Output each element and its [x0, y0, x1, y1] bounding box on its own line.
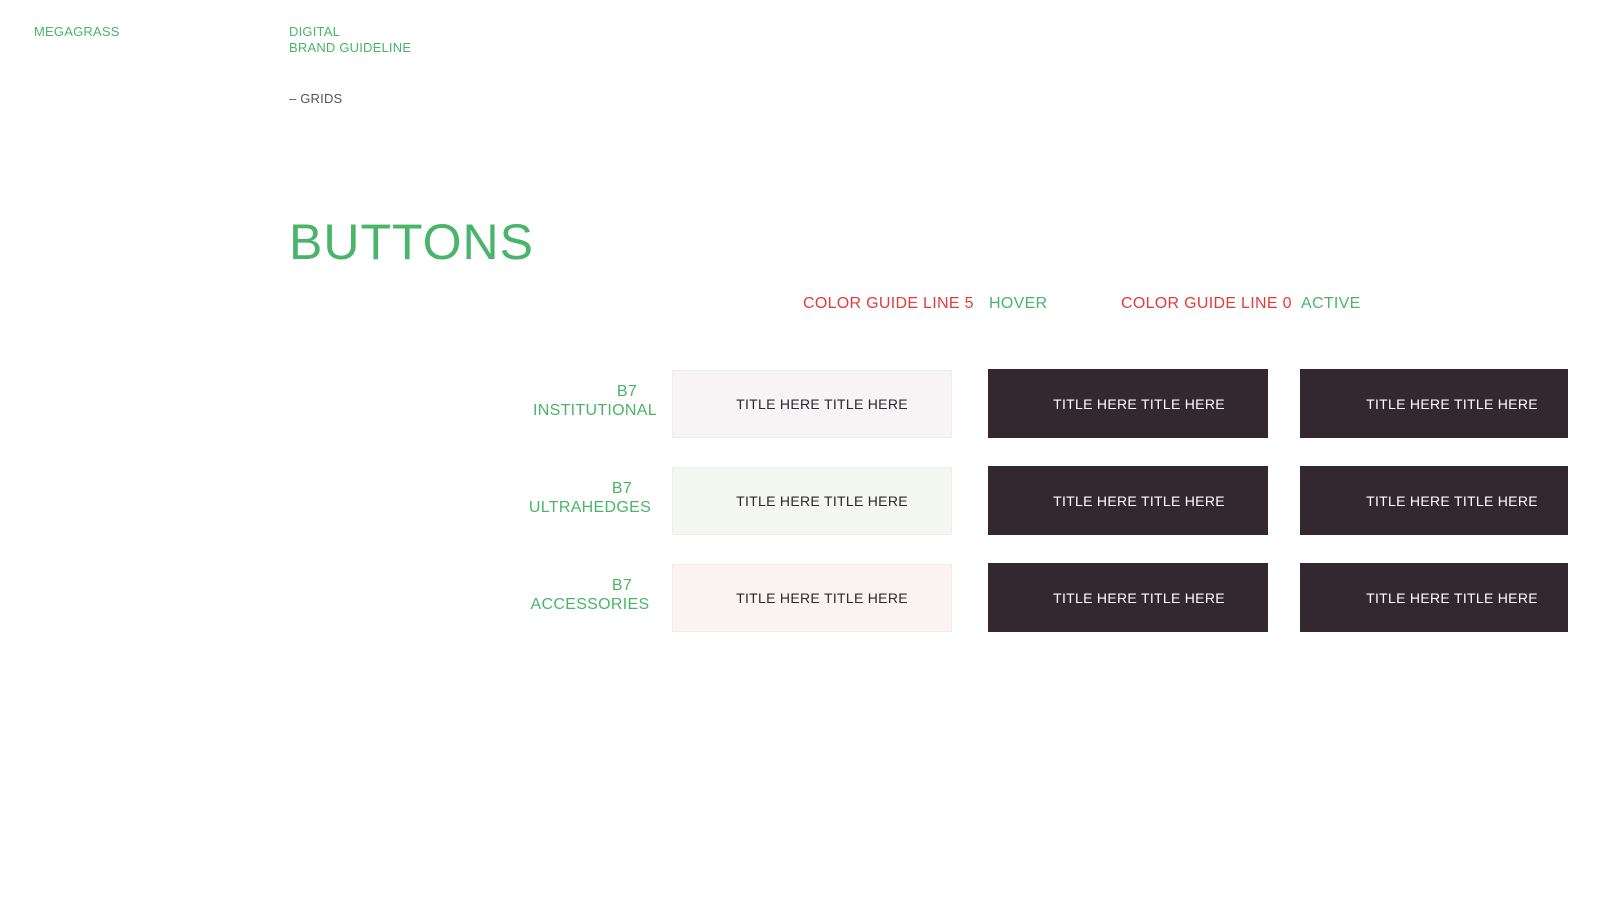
- accessories-button-default[interactable]: TITLE HERE TITLE HERE: [672, 564, 952, 632]
- institutional-button-active[interactable]: TITLE HERE TITLE HERE: [1300, 369, 1568, 438]
- column-header-active: ACTIVE: [1301, 295, 1361, 312]
- institutional-button-default[interactable]: TITLE HERE TITLE HERE: [672, 370, 952, 438]
- row-name: ACCESSORIES: [530, 596, 650, 613]
- button-label: TITLE HERE TITLE HERE: [736, 493, 908, 509]
- ultrahedges-button-active[interactable]: TITLE HERE TITLE HERE: [1300, 466, 1568, 535]
- accessories-button-active[interactable]: TITLE HERE TITLE HERE: [1300, 563, 1568, 632]
- row-label-ultrahedges: B7 ULTRAHEDGES: [515, 479, 665, 517]
- column-header-hover: HOVER: [989, 295, 1048, 312]
- row-code: B7: [611, 577, 633, 594]
- section-breadcrumb: – GRIDS: [289, 91, 343, 106]
- row-label-institutional: B7 INSTITUTIONAL: [520, 382, 670, 420]
- brand-name: MEGAGRASS: [34, 24, 120, 39]
- column-header-color-guide-line-5: COLOR GUIDE LINE 5: [803, 295, 974, 312]
- row-code: B7: [611, 480, 633, 497]
- row-code: B7: [616, 383, 638, 400]
- button-label: TITLE HERE TITLE HERE: [1053, 589, 1225, 606]
- button-label: TITLE HERE TITLE HERE: [736, 396, 908, 412]
- institutional-button-hover[interactable]: TITLE HERE TITLE HERE: [988, 369, 1268, 438]
- row-label-accessories: B7 ACCESSORIES: [515, 576, 665, 614]
- button-label: TITLE HERE TITLE HERE: [1366, 492, 1538, 509]
- button-label: TITLE HERE TITLE HERE: [1053, 492, 1225, 509]
- page-title: BUTTONS: [289, 214, 534, 270]
- column-header-color-guide-line-0: COLOR GUIDE LINE 0: [1121, 295, 1292, 312]
- button-label: TITLE HERE TITLE HERE: [1366, 589, 1538, 606]
- document-title-line-2: BRAND GUIDELINE: [289, 40, 412, 55]
- row-name: ULTRAHEDGES: [528, 499, 652, 516]
- button-label: TITLE HERE TITLE HERE: [736, 590, 908, 606]
- button-label: TITLE HERE TITLE HERE: [1366, 395, 1538, 412]
- ultrahedges-button-hover[interactable]: TITLE HERE TITLE HERE: [988, 466, 1268, 535]
- document-title: DIGITAL BRAND GUIDELINE: [289, 24, 411, 56]
- ultrahedges-button-default[interactable]: TITLE HERE TITLE HERE: [672, 467, 952, 535]
- accessories-button-hover[interactable]: TITLE HERE TITLE HERE: [988, 563, 1268, 632]
- row-name: INSTITUTIONAL: [533, 402, 657, 419]
- button-label: TITLE HERE TITLE HERE: [1053, 395, 1225, 412]
- document-title-line-1: DIGITAL: [289, 24, 341, 39]
